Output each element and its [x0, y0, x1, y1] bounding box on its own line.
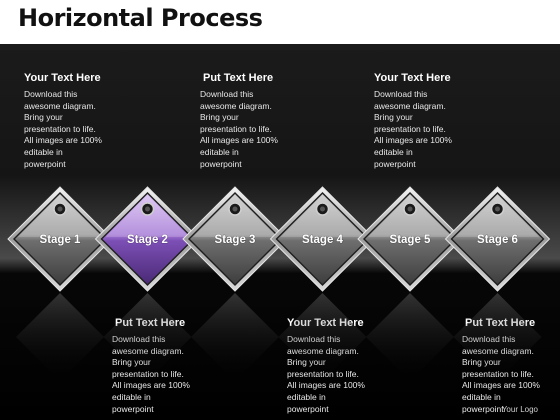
stage-reflection: [191, 293, 279, 381]
stage-label: Stage 6: [477, 234, 518, 246]
stage-gloss: [105, 195, 190, 237]
text-block-heading: Your Text Here: [374, 72, 451, 84]
stage-face: [452, 194, 543, 284]
text-block-body: Download this awesome diagram. Bring you…: [24, 89, 102, 169]
logo-placeholder: Your Logo: [501, 405, 538, 414]
stage-hole-center: [407, 206, 413, 212]
text-block-body: Download this awesome diagram. Bring you…: [374, 89, 452, 169]
text-block-top-2: Put Text Here Download this awesome diag…: [200, 72, 330, 170]
stage-2: Stage 2: [94, 186, 201, 292]
text-block-top-1: Your Text Here Download this awesome dia…: [24, 72, 154, 170]
stage-reflection: [453, 293, 542, 381]
slide-title: Horizontal Process: [18, 4, 263, 32]
stage-hole-center: [495, 206, 500, 212]
stage-4: Stage 4: [269, 186, 376, 292]
stage-1: Stage 1: [7, 186, 113, 292]
stage-reflection: [16, 293, 104, 381]
stage-face: [15, 194, 105, 284]
text-block-body: Download this awesome diagram. Bring you…: [200, 89, 278, 169]
stage-reflection: [103, 293, 192, 381]
stage-label: Stage 5: [390, 234, 432, 246]
stage-face: [277, 194, 368, 284]
stage-hole-center: [57, 206, 63, 212]
stage-3: Stage 3: [182, 186, 288, 292]
title-bar: Horizontal Process: [0, 0, 560, 44]
stage-gloss: [368, 195, 452, 237]
stage-gloss: [280, 195, 365, 237]
stage-gloss: [455, 195, 540, 237]
stage-hole-center: [320, 206, 325, 212]
stage-label: Stage 4: [302, 234, 344, 246]
text-block-heading: Put Text Here: [203, 72, 274, 84]
stage-reflection: [278, 293, 367, 381]
stage-face: [365, 194, 455, 284]
stage-hole-center: [145, 206, 150, 212]
stage-5: Stage 5: [357, 186, 463, 292]
stage-face: [190, 194, 280, 284]
stage-reflection: [366, 293, 454, 381]
stage-face: [102, 194, 193, 284]
stage-gloss: [18, 195, 102, 237]
stage-label: Stage 2: [127, 234, 168, 246]
text-block-heading: Your Text Here: [24, 72, 101, 84]
text-block-top-3: Your Text Here Download this awesome dia…: [374, 72, 504, 170]
stage-label: Stage 3: [215, 234, 256, 246]
stage-hole-center: [232, 206, 238, 212]
stage-gloss: [193, 195, 277, 237]
stage-label: Stage 1: [40, 234, 82, 246]
stage-6: Stage 6: [444, 186, 551, 292]
